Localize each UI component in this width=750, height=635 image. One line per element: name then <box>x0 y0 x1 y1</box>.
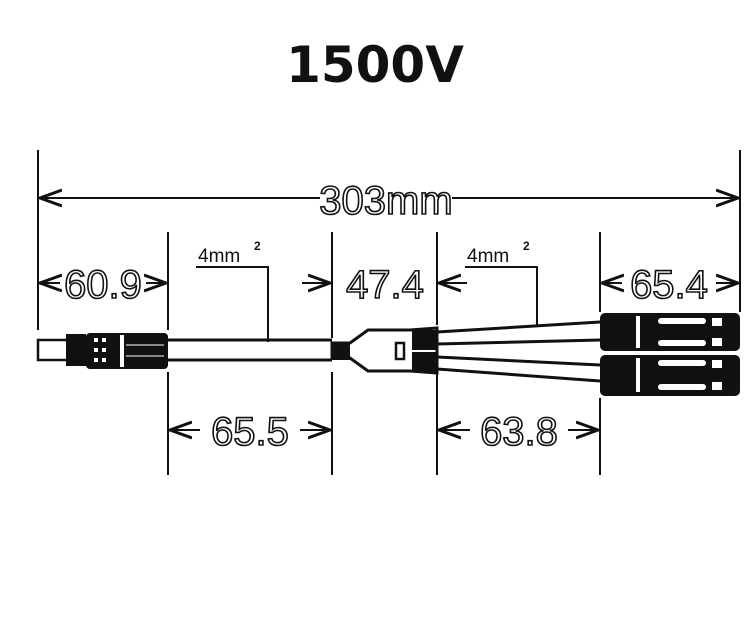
dimension-right-connector: 65.4 <box>602 262 738 308</box>
left-connector <box>36 333 168 369</box>
superscript: 2 <box>254 239 261 253</box>
branch-cable-section-label: 4mm 2 <box>465 239 538 325</box>
dimension-splitter-text: 47.4 <box>346 263 424 307</box>
voltage-title: 1500V <box>286 36 464 94</box>
dimension-branch-cable-text: 63.8 <box>480 410 558 454</box>
dimension-branch-cable: 63.8 <box>439 409 598 455</box>
dimension-left-connector: 60.9 <box>40 262 166 308</box>
dimension-main-cable: 65.5 <box>170 409 330 455</box>
dimension-right-connector-text: 65.4 <box>630 263 708 307</box>
branch-cables <box>436 320 601 383</box>
main-cable-section-text: 4mm <box>198 246 240 267</box>
main-cable-section-label: 4mm 2 <box>196 239 269 342</box>
y-splitter <box>330 326 439 375</box>
dimension-total-text: 303mm <box>319 179 452 223</box>
branch-cable-section-text: 4mm <box>467 246 509 267</box>
superscript: 2 <box>523 239 530 253</box>
dimension-total: 303mm <box>40 178 738 224</box>
dimension-left-connector-text: 60.9 <box>64 263 142 307</box>
main-cable <box>168 338 332 362</box>
dimension-splitter: 47.4 <box>302 262 467 308</box>
dimension-main-cable-text: 65.5 <box>211 410 289 454</box>
right-connector-upper <box>600 313 740 351</box>
right-connector-lower <box>600 355 740 396</box>
